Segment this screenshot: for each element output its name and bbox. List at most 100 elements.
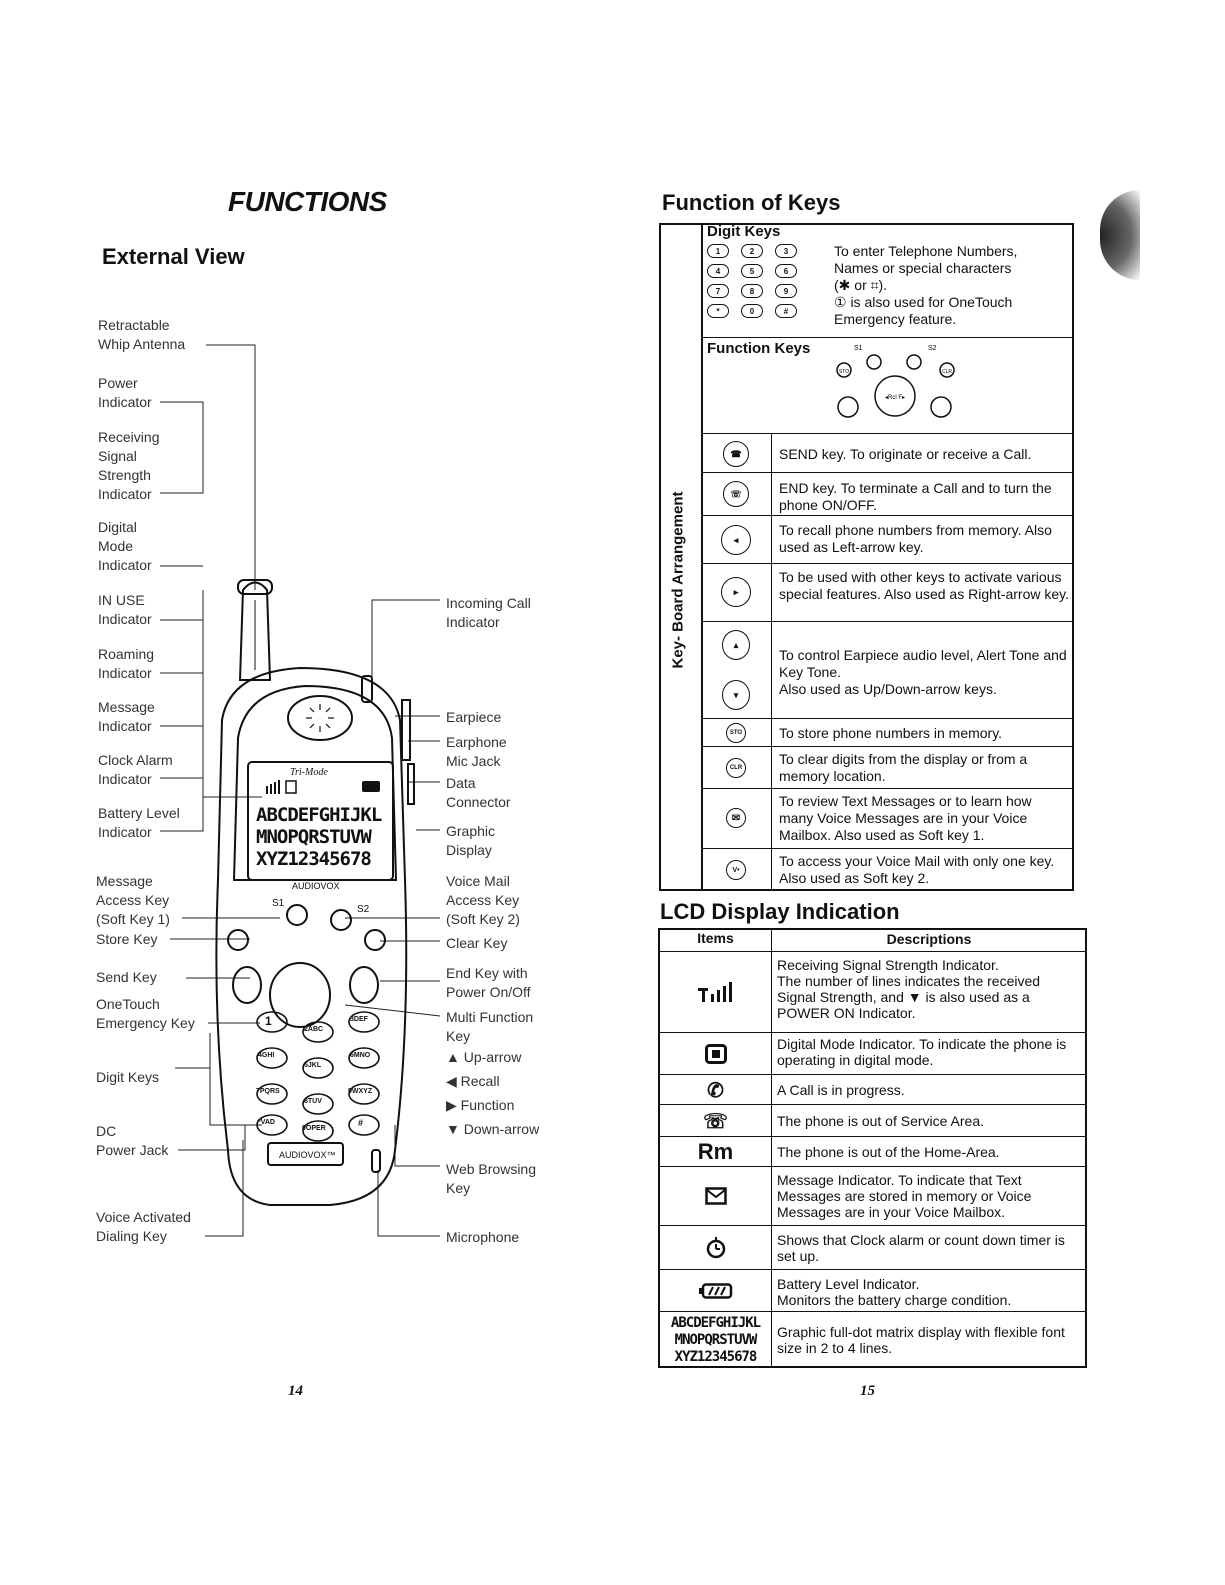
digit-key-2: 2 [741, 244, 763, 258]
callout-battery-level: Battery Level Indicator [98, 805, 180, 840]
digit-key-star: * [707, 304, 729, 318]
page-number-right: 15 [860, 1383, 875, 1399]
phone-key-3: 3DEF [350, 1016, 368, 1023]
store-key-icon: STO [701, 720, 771, 746]
phone-body [215, 579, 415, 1206]
callout-earpiece: Earpiece [446, 709, 502, 725]
roaming-description: The phone is out of the Home-Area. [777, 1144, 1000, 1160]
lcd-header-items: Items [697, 930, 734, 946]
callout-signal-strength: Receiving Signal Strength Indicator [98, 429, 160, 502]
phone-key-1: 1 [265, 1014, 272, 1028]
callout-earphone-jack: Earphone Mic Jack [446, 734, 507, 769]
callout-recall: ◀ Recall [446, 1073, 500, 1089]
recall-key-icon: ◂ [701, 517, 771, 563]
clear-key-icon: CLR [701, 748, 771, 788]
phone-display-text: ABCDEFGHIJKL MNOPQRSTUVW XYZ12345678 [256, 804, 382, 870]
phone-key-star: *VAD [258, 1119, 275, 1126]
battery-icon [660, 1271, 771, 1311]
no-service-description: The phone is out of Service Area. [777, 1113, 985, 1129]
callout-digit-keys: Digit Keys [96, 1069, 160, 1085]
callout-graphic-display: Graphic Display [446, 823, 496, 858]
svg-text:◂Rcl F▸: ◂Rcl F▸ [885, 395, 905, 401]
phone-display-line-3: XYZ12345678 [256, 848, 372, 870]
callout-clear-key: Clear Key [446, 935, 508, 951]
fn-soft-label-s2: S2 [928, 345, 937, 352]
signal-strength-description: Receiving Signal Strength Indicator. The… [777, 957, 1041, 1021]
digit-keys-heading: Digit Keys [707, 223, 781, 240]
message-key-icon: ✉ [701, 790, 771, 846]
voicemail-key-description: To access your Voice Mail with only one … [779, 853, 1055, 886]
message-icon [660, 1168, 771, 1224]
digit-key-4: 4 [707, 264, 729, 278]
digit-key-hash: # [775, 304, 797, 318]
phone-display-line-1: ABCDEFGHIJKL [256, 804, 382, 826]
voicemail-key-icon: V• [701, 850, 771, 890]
section-title-external-view: External View [102, 244, 245, 269]
digit-keys-grid: 1 2 3 4 5 6 7 8 9 * 0 # [707, 244, 809, 318]
page-title: FUNCTIONS [228, 186, 387, 217]
digit-key-0: 0 [741, 304, 763, 318]
phone-key-8: 8TUV [304, 1098, 322, 1105]
phone-key-4: 4GHI [258, 1052, 275, 1059]
recall-key-description: To recall phone numbers from memory. Als… [779, 522, 1052, 555]
page-number-left: 14 [288, 1383, 303, 1399]
callout-store-key: Store Key [96, 931, 158, 947]
callout-web-browsing-key: Web Browsing Key [446, 1161, 537, 1196]
message-key-description: To review Text Messages or to learn how … [779, 793, 1032, 843]
phone-key-6: 6MNO [350, 1052, 371, 1059]
callout-onetouch-emergency-key: OneTouch Emergency Key [96, 996, 195, 1031]
callout-send-key: Send Key [96, 969, 157, 985]
send-key-icon: ☎ [701, 436, 771, 472]
function-of-keys-title: Function of Keys [662, 190, 841, 215]
updown-key-icon: ▴▾ [701, 625, 771, 715]
function-key-description: To be used with other keys to activate v… [779, 569, 1069, 602]
callout-whip-antenna: Retractable Whip Antenna [98, 317, 186, 352]
callout-power-indicator: Power Indicator [98, 375, 152, 410]
lcd-display-title: LCD Display Indication [660, 899, 900, 924]
phone-key-2: 2ABC [304, 1026, 324, 1033]
phone-key-5: 5JKL [304, 1062, 322, 1069]
end-key-icon: ☏ [701, 474, 771, 514]
fn-clr-label: CLR [942, 369, 952, 375]
callout-incoming-call: Incoming Call Indicator [446, 595, 531, 630]
digit-key-6: 6 [775, 264, 797, 278]
digit-key-1: 1 [707, 244, 729, 258]
callout-microphone: Microphone [446, 1229, 520, 1245]
callout-in-use: IN USE Indicator [98, 592, 152, 627]
digit-keys-description: To enter Telephone Numbers, Names or spe… [834, 243, 1018, 327]
end-key-description: END key. To terminate a Call and to turn… [779, 480, 1052, 513]
digit-key-3: 3 [775, 244, 797, 258]
phone-key-hash: # [358, 1118, 364, 1128]
function-keys-cluster-icon: ◂Rcl F▸ S1 S2 STO CLR [836, 345, 955, 418]
callout-voice-mail-key: Voice Mail Access Key (Soft Key 2) [446, 873, 520, 927]
clear-key-description: To clear digits from the display or from… [779, 751, 1028, 784]
digit-key-9: 9 [775, 284, 797, 298]
phone-soft-label-s1: S1 [272, 898, 285, 909]
callout-function: ▶ Function [446, 1097, 515, 1113]
phone-status-bar [266, 780, 380, 794]
function-keys-table [659, 223, 1074, 891]
digital-mode-description: Digital Mode Indicator. To indicate the … [777, 1036, 1067, 1068]
function-keys-heading: Function Keys [707, 340, 811, 357]
callout-down-arrow: ▼ Down-arrow [446, 1121, 540, 1137]
phone-key-9: 9WXYZ [348, 1088, 373, 1095]
earpiece-icon [306, 704, 334, 732]
callout-message-access-key: Message Access Key (Soft Key 1) [96, 873, 170, 927]
fn-sto-label: STO [839, 369, 849, 375]
graphic-display-description: Graphic full-dot matrix display with fle… [777, 1324, 1065, 1356]
clock-alarm-description: Shows that Clock alarm or count down tim… [777, 1232, 1065, 1264]
callout-roaming: Roaming Indicator [98, 646, 155, 681]
keyboard-arrangement-label: Key- Board Arrangement [669, 491, 687, 669]
battery-description: Battery Level Indicator. Monitors the ba… [777, 1276, 1012, 1308]
phone-soft-label-s2: S2 [357, 904, 370, 915]
phone-brand-trimode: Tri-Mode [290, 767, 328, 778]
signal-strength-icon [660, 953, 771, 1031]
callout-digital-mode: Digital Mode Indicator [98, 519, 152, 573]
digit-key-8: 8 [741, 284, 763, 298]
in-use-icon: ✆ [707, 1079, 724, 1102]
callout-dc-power-jack: DC Power Jack [96, 1123, 169, 1158]
callout-multi-function-key: Multi Function Key [446, 1009, 534, 1044]
updown-key-description: To control Earpiece audio level, Alert T… [779, 647, 1067, 697]
roaming-icon: Rm [697, 1139, 734, 1164]
clock-alarm-icon [660, 1227, 771, 1269]
